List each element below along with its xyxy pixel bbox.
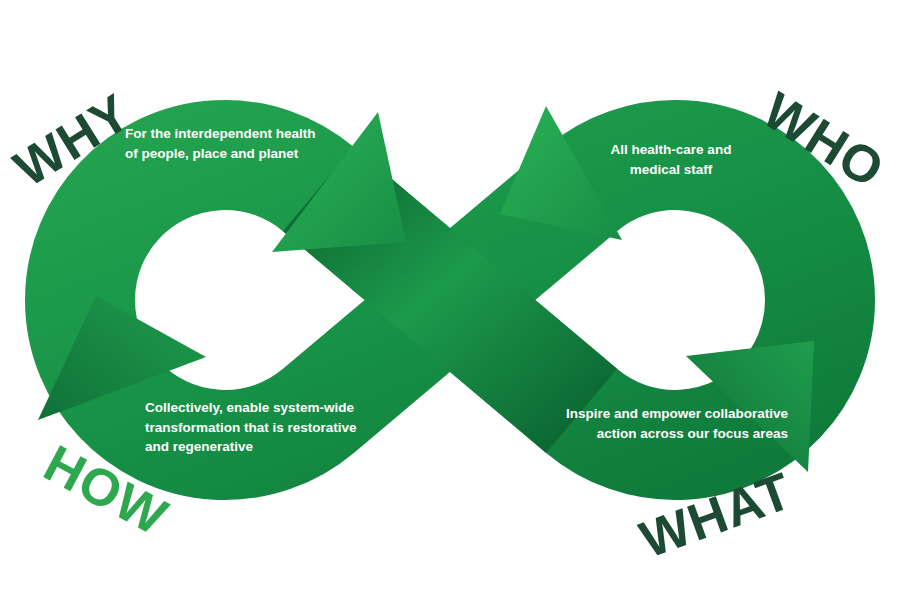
loop-segment: WHYFor the interdependent health of peop… [8,70,400,240]
segment-text: Collectively, enable system-wide transfo… [145,398,370,457]
loop-segment: WHOAll health-care and medical staff [500,70,892,240]
segment-text: All health-care and medical staff [596,140,746,179]
segment-text: For the interdependent health of people,… [125,124,320,163]
loop-segment: HOWCollectively, enable system-wide tran… [20,380,410,560]
segment-text: Inspire and empower collaborative action… [560,404,788,443]
section-heading: WHY [5,85,138,195]
section-heading: WHO [755,83,893,196]
section-heading: WHAT [634,464,798,566]
arrowhead [500,106,622,240]
loop-segment: WHAT Inspire and empower collaborative ac… [520,330,892,580]
